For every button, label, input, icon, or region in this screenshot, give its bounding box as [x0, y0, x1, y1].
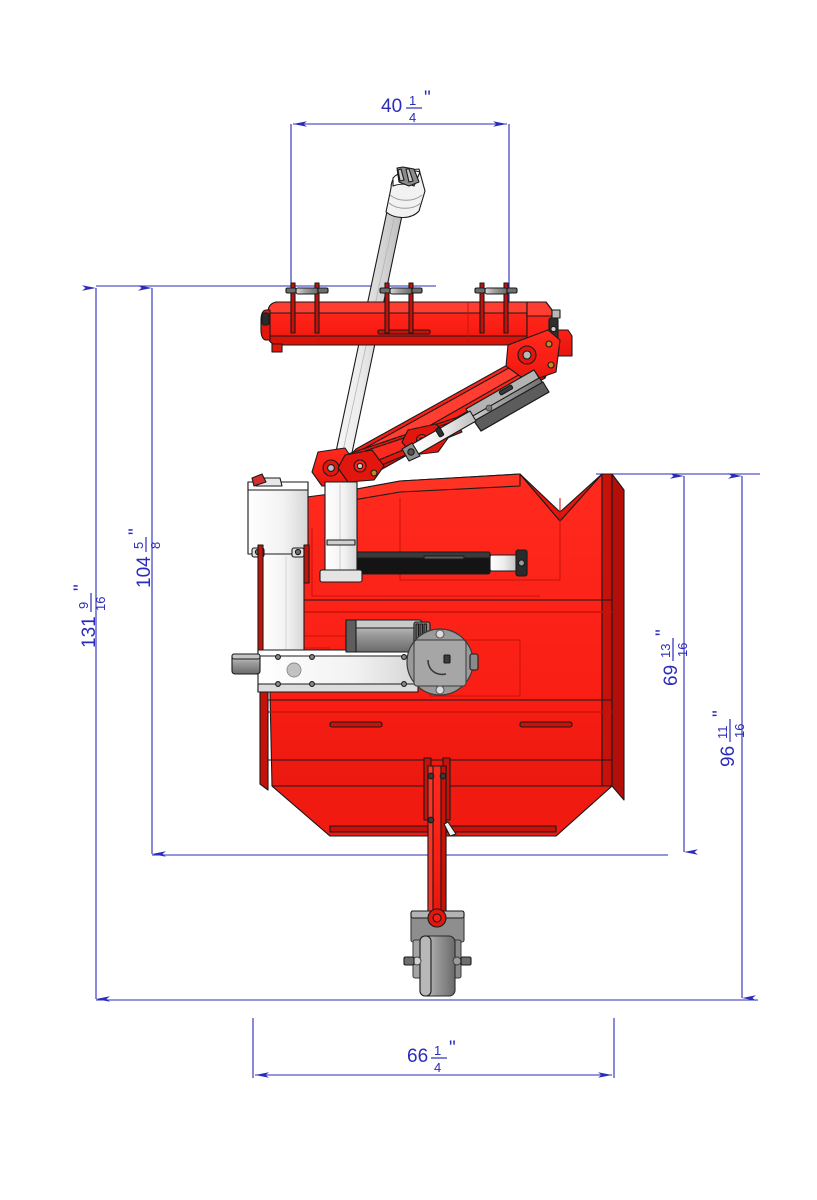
top-width-denominator: 4: [409, 110, 416, 125]
u-bolt-clamp: [285, 282, 329, 334]
frame-height-whole: 96: [718, 746, 739, 767]
frame-height-numerator: 11: [715, 726, 730, 740]
dimension-labels: 40 1 4 " 131 9 16 " 104 5 8 " 69 13 16: [71, 88, 747, 1075]
body-height-dimension-label: 69 13 16 ": [653, 629, 690, 686]
overall-height-denominator: 16: [93, 597, 108, 611]
vertical-guide-rail: [319, 481, 363, 583]
hydraulic-cylinder: [401, 369, 550, 462]
overall-height-numerator: 9: [76, 602, 91, 609]
u-bolt-clamp: [379, 282, 423, 334]
top-width-numerator: 1: [409, 93, 416, 108]
bottom-width-numerator: 1: [434, 1043, 441, 1058]
frame-height-denominator: 16: [732, 724, 747, 738]
body-height-unit: ": [653, 629, 674, 636]
overall-height-whole: 131: [79, 616, 100, 648]
overall-height-unit: ": [71, 584, 92, 591]
body-height-denominator: 16: [675, 643, 690, 657]
bottom-width-dimension: [252, 1018, 615, 1078]
top-width-dimension: [290, 121, 510, 332]
boom-height-whole: 104: [134, 556, 155, 588]
top-width-whole: 40: [381, 96, 402, 117]
u-bolt-clamps: [285, 282, 518, 334]
bottom-width-whole: 66: [407, 1046, 428, 1067]
caster-wheel: [403, 908, 472, 997]
boom-height-numerator: 5: [131, 542, 146, 549]
bottom-width-dimension-label: 66 1 4 ": [407, 1038, 456, 1075]
boom-height-dimension-label: 104 5 8 ": [126, 528, 163, 588]
top-width-unit: ": [424, 88, 431, 109]
u-bolt-clamp: [474, 282, 518, 334]
dimension-lines: [82, 121, 760, 1078]
top-boom-tube: [260, 301, 573, 357]
overall-height-dimension-label: 131 9 16 ": [71, 584, 108, 648]
body-height-whole: 69: [661, 665, 682, 686]
frame-height-dimension-label: 96 11 16 ": [710, 710, 747, 767]
white-control-column: [231, 473, 419, 693]
top-width-dimension-label: 40 1 4 ": [381, 88, 431, 125]
nozzle-head: [385, 166, 426, 219]
bottom-width-denominator: 4: [434, 1060, 441, 1075]
boom-height-dimension: [138, 285, 668, 857]
machine-assembly: [231, 166, 625, 997]
jack-post: [423, 757, 457, 923]
boom-height-unit: ": [126, 528, 147, 535]
bottom-width-unit: ": [449, 1038, 456, 1059]
round-gearbox-housing: [406, 628, 479, 696]
body-height-numerator: 13: [658, 644, 673, 658]
frame-height-unit: ": [710, 710, 731, 717]
boom-height-denominator: 8: [148, 542, 163, 549]
